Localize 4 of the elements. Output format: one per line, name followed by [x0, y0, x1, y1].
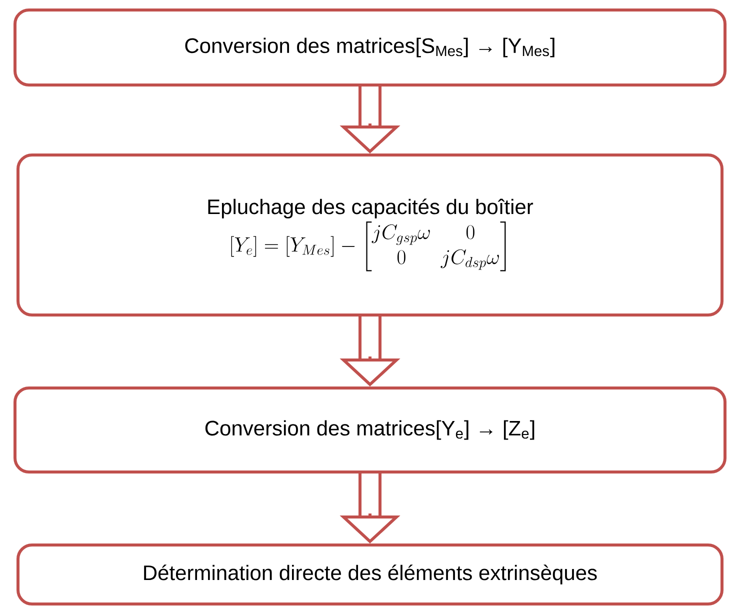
process-box: Conversion des matrices[Y$_{e}$] → [Z$_{e}$] [14, 386, 726, 474]
process-box: Détermination directe des éléments extrinsèques [16, 544, 724, 606]
process-box: Epluchage des capacités du boîtier $[Y_e] = [Y_{Mes}] - \begin{bmatrix} jC_{gsp}\omega & 0 \\ 0 & jC_{dsp}\omega \end{bmatrix}$ [16, 154, 724, 316]
process-box: Conversion des matrices[S$_{Mes}$] → [Y$_{Mes}$] [14, 8, 726, 86]
